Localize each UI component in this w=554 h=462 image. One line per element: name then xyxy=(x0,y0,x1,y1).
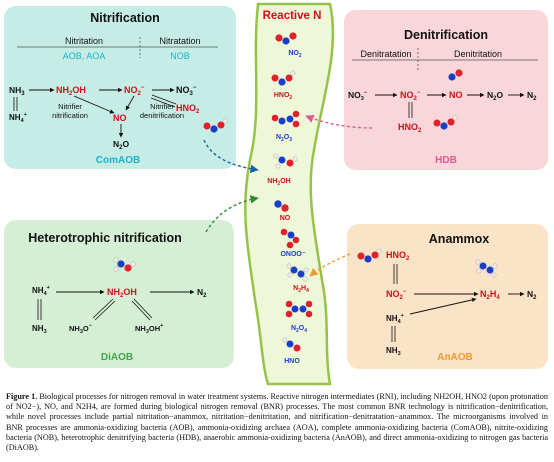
nitrif-no: NO xyxy=(113,113,127,123)
nitritation-label: Nitritation xyxy=(65,36,103,46)
denitratation-label: Denitratation xyxy=(360,49,411,59)
molecule-n2o4-icon xyxy=(285,300,313,318)
denit-hno2: HNO2 xyxy=(398,122,422,134)
diaob-label: DiAOB xyxy=(101,352,133,363)
species-no: NO xyxy=(280,215,291,222)
heterotrophic-to-river-arrow xyxy=(205,195,259,233)
het-nh3: NH3 xyxy=(32,324,47,335)
denitritation-label: Denitritation xyxy=(454,49,502,59)
species-onoo: ONOO⁻ xyxy=(280,251,305,258)
species-n2o3: N2O3 xyxy=(276,134,292,143)
het-nh3oh: NH3OH+ xyxy=(135,323,163,335)
molecule-nh2oh-icon xyxy=(273,153,298,169)
molecule-n2o3-icon xyxy=(271,110,300,128)
aob-aoa-label: AOB, AOA xyxy=(63,51,106,61)
molecule-nh2oh-het-icon xyxy=(113,257,136,272)
heterotrophic-title: Heterotrophic nitrification xyxy=(28,231,181,245)
species-no2: NO2 xyxy=(288,50,302,59)
molecule-no2-icon xyxy=(275,32,297,45)
molecule-no-side-icon xyxy=(448,69,463,81)
molecule-hno2-side-icon xyxy=(203,118,228,133)
denit-no: NO xyxy=(449,90,463,100)
het-n2: N2 xyxy=(197,287,207,299)
species-n2o4: N2O4 xyxy=(291,325,307,334)
comaob-label: ComAOB xyxy=(96,155,140,166)
nitrif-nh3: NH3 xyxy=(9,85,25,97)
anammox-panel xyxy=(347,224,548,369)
caption-text: Biological processes for nitrogen remova… xyxy=(6,392,548,453)
het-nh3o: NH3O− xyxy=(69,323,92,335)
species-nh2oh: NH2OH xyxy=(267,178,290,187)
species-n2h4: N2H4 xyxy=(293,285,309,294)
molecule-hno2-anx-icon xyxy=(357,248,382,263)
nob-label: NOB xyxy=(170,51,190,61)
denitrification-to-river-arrow xyxy=(305,114,373,129)
anammox-title: Anammox xyxy=(429,232,489,246)
denit-n2o: N2O xyxy=(487,90,503,102)
anx-nh3: NH3 xyxy=(386,346,401,357)
nitrif-nh2oh: NH2OH xyxy=(56,85,86,97)
molecule-hno2-icon xyxy=(271,70,296,86)
denitrification-panel xyxy=(344,10,548,170)
molecule-onoo-icon xyxy=(280,228,300,249)
anx-n2: N2 xyxy=(527,289,537,301)
anaob-label: AnAOB xyxy=(437,352,473,363)
het-nh2oh: NH2OH xyxy=(107,287,137,299)
molecule-hno2-denit-icon xyxy=(433,115,458,130)
figure-caption: Figure 1. Biological processes for nitro… xyxy=(6,392,548,453)
molecule-no-icon xyxy=(274,200,289,212)
anammox-to-river-arrow xyxy=(309,253,351,277)
nitrification-to-river-arrow xyxy=(203,139,259,174)
nitrification-title: Nitrification xyxy=(90,11,159,25)
nitrif-n2o: N2O xyxy=(113,139,129,151)
nitrif-hno2: HNO2 xyxy=(176,103,200,115)
hdb-label: HDB xyxy=(435,155,457,166)
anx-n2h4: N2H4 xyxy=(480,289,500,301)
anx-hno2: HNO2 xyxy=(386,250,410,262)
reactive-n-title: Reactive N xyxy=(263,10,322,22)
molecule-n2h4-icon xyxy=(286,263,309,282)
heterotrophic-panel xyxy=(4,220,234,368)
figure-diagram: Reactive N NO2 HNO2 N2O3 NH2OH NO ONOO⁻ … xyxy=(4,2,548,386)
molecule-n2h4-anx-icon xyxy=(475,259,498,278)
nitratation-label: Nitratation xyxy=(159,36,200,46)
species-hno: HNO xyxy=(284,358,300,365)
caption-label: Figure 1. xyxy=(6,392,38,401)
species-hno2: HNO2 xyxy=(274,92,293,101)
reactive-n-river xyxy=(244,2,335,386)
denitrification-title: Denitrification xyxy=(404,28,488,42)
denit-n2: N2 xyxy=(527,90,537,102)
molecule-hno-icon xyxy=(282,337,301,352)
